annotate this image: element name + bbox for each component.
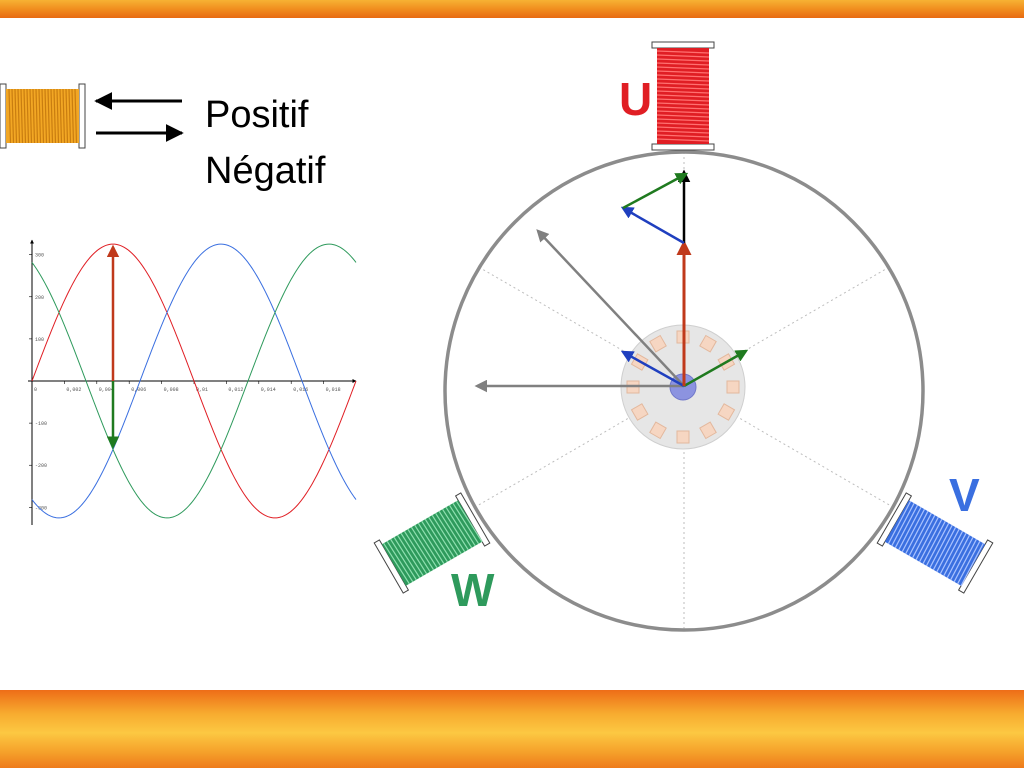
resultant-vector-upper <box>536 229 685 387</box>
chart-x-tick-label: 0,016 <box>293 387 308 393</box>
chart-y-tick-label: 100 <box>35 337 44 343</box>
rotor-bar <box>649 421 667 440</box>
vector-blue-top <box>620 206 685 245</box>
vector-w-center <box>620 350 685 388</box>
chart-x-tick-label: 0,006 <box>131 387 146 393</box>
chart-y-tick-label: -100 <box>35 421 47 427</box>
rotor-bar <box>699 421 717 440</box>
coil-v <box>876 492 994 594</box>
chart-x-tick-label: 0,002 <box>66 387 81 393</box>
stator-ring <box>443 150 925 632</box>
chart-x-tick-label: 0,012 <box>228 387 243 393</box>
chart-series-line <box>31 243 357 519</box>
chart-y-tick-label: -300 <box>35 505 47 511</box>
negative-label: Négatif <box>205 150 326 192</box>
chart-series-line <box>31 243 357 519</box>
chart-x-tick-label: 0,008 <box>164 387 179 393</box>
coil-w <box>373 492 491 594</box>
vector-v-center <box>683 349 749 388</box>
chart-x-tick-label: 0,014 <box>261 387 276 393</box>
phase-label-w: W <box>451 564 495 616</box>
coil-u <box>651 41 715 151</box>
vector-green-top <box>622 172 689 210</box>
rotor-bar <box>699 334 717 353</box>
bottom-decorative-bar <box>0 690 1024 768</box>
rotor-bar <box>726 380 740 394</box>
phase-label-u: U <box>619 73 653 125</box>
chart-y-tick-label: 300 <box>35 253 44 259</box>
rotor-bar <box>649 334 667 353</box>
chart-y-tick-label: -200 <box>35 463 47 469</box>
rotor-bar <box>717 403 736 421</box>
rotor-bar <box>630 403 649 421</box>
rotor-bar <box>676 430 690 444</box>
chart-y-tick-label: 200 <box>35 295 44 301</box>
chart-x-tick-label: 0,018 <box>326 387 341 393</box>
chart-series-line <box>31 243 357 519</box>
phase-label-v: V <box>949 469 980 521</box>
chart-x-tick-label: 0,004 <box>99 387 114 393</box>
chart-x-tick-label: 0,01 <box>196 387 208 393</box>
positive-label: Positif <box>205 94 309 136</box>
top-decorative-bar <box>0 0 1024 18</box>
chart-x-tick-label: 0 <box>34 387 37 393</box>
legend-coil-icon <box>0 83 86 149</box>
